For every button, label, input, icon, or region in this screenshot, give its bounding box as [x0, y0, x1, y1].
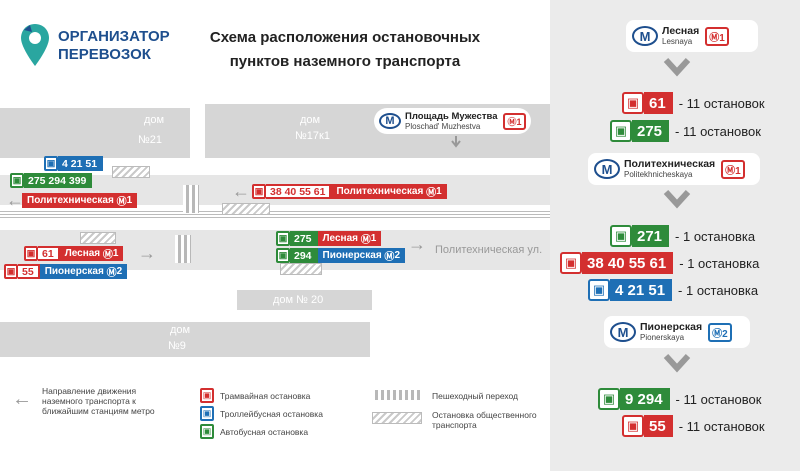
building-9: [0, 322, 370, 357]
road-divider: [0, 210, 550, 218]
metro-icon: М: [594, 159, 620, 179]
route-row-61[interactable]: ▣ 61 - 11 остановок: [622, 92, 765, 114]
tram-icon: ▣: [560, 252, 582, 274]
legend-bus-icon: ▣: [200, 424, 214, 439]
bus-icon: ▣: [598, 388, 620, 410]
route-panel: [550, 0, 800, 471]
route-row-9-294[interactable]: ▣ 9 294 - 11 остановок: [598, 388, 761, 410]
legend-direction: Направление движения наземного транспорт…: [42, 386, 155, 416]
logo-text-1: ОРГАНИЗАТОР: [58, 28, 170, 45]
stop-area-2: [222, 203, 270, 215]
bus-icon: ▣: [10, 173, 24, 188]
building-21-label: дом: [144, 114, 165, 126]
street-label: Политехническая ул.: [435, 244, 543, 256]
stop-trolley-top[interactable]: ▣ 4 21 51: [44, 156, 104, 171]
legend-stop-swatch: [372, 412, 422, 424]
legend-tram-icon: ▣: [200, 388, 214, 403]
building-20: [237, 290, 372, 310]
building-21: [0, 108, 190, 158]
logo: ОРГАНИЗАТОР ПЕРЕВОЗОК: [18, 22, 188, 68]
building-17-label: дом: [300, 114, 321, 126]
legend-trolley-icon: ▣: [200, 406, 214, 421]
building-20-label: дом № 20: [273, 294, 324, 306]
building-9-label: дом: [170, 324, 191, 336]
route-row-55[interactable]: ▣ 55 - 11 остановок: [622, 415, 765, 437]
stop-area-1: [112, 166, 150, 178]
page-title: Схема расположения остановочных пунктов …: [209, 29, 481, 70]
crosswalk-1: [183, 185, 199, 213]
metro-line-badge: Ⓜ1: [705, 26, 729, 46]
logo-text-2: ПЕРЕВОЗОК: [58, 46, 151, 63]
trolley-icon: ▣: [44, 156, 58, 171]
metro-line-badge: Ⓜ1: [721, 159, 745, 179]
tram-icon: ▣: [622, 92, 644, 114]
stop-bus-top[interactable]: ▣ 275 294 399: [10, 173, 93, 188]
metro-line-badge: Ⓜ2: [708, 322, 732, 342]
bus-icon: ▣: [610, 225, 632, 247]
stop-area-4: [280, 263, 322, 275]
legend-crossing-swatch: [372, 390, 422, 400]
arrow-left-icon: ←: [6, 190, 24, 210]
legend-arrow-icon: ←: [12, 388, 32, 410]
arrow-right-icon: →: [408, 234, 426, 254]
tram-icon: ▣: [4, 264, 18, 279]
tram-icon: ▣: [24, 246, 38, 261]
route-row-tram[interactable]: ▣ 38 40 55 61 - 1 остановка: [560, 252, 759, 274]
arrow-left-icon: ←: [232, 181, 250, 201]
down-arrow-icon: [451, 136, 461, 148]
logo-pin-icon: [21, 24, 49, 66]
bus-icon: ▣: [276, 231, 290, 246]
route-row-275[interactable]: ▣ 275 - 11 остановок: [610, 120, 761, 142]
stop-area-3: [80, 232, 116, 244]
metro-line-badge: Ⓜ1: [503, 112, 526, 130]
arrow-right-icon: →: [138, 243, 156, 263]
route-row-271[interactable]: ▣ 271 - 1 остановка: [610, 225, 755, 247]
bus-icon: ▣: [610, 120, 632, 142]
route-row-trolley[interactable]: ▣ 4 21 51 - 1 остановка: [588, 279, 758, 301]
tram-icon: ▣: [252, 184, 266, 199]
metro-icon: М: [610, 322, 636, 342]
down-arrow-icon: [663, 353, 691, 373]
metro-icon: М: [632, 26, 658, 46]
tram-icon: ▣: [622, 415, 644, 437]
metro-icon: М: [379, 113, 401, 129]
down-arrow-icon: [663, 57, 691, 77]
crosswalk-2: [175, 235, 191, 263]
trolley-icon: ▣: [588, 279, 610, 301]
metro-ploschad-muzhestva[interactable]: М Площадь Мужества Ploschad' Muzhestva Ⓜ…: [374, 108, 531, 134]
down-arrow-icon: [663, 189, 691, 209]
bus-icon: ▣: [276, 248, 290, 263]
